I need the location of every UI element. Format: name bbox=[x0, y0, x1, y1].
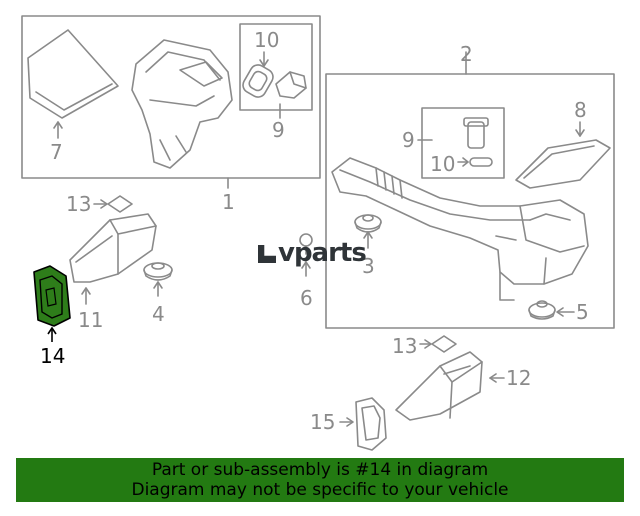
part-4-grommet bbox=[143, 262, 173, 297]
assembly-1-frame bbox=[21, 15, 321, 179]
callout-5: 5 bbox=[576, 300, 589, 324]
callout-12: 12 bbox=[506, 366, 532, 390]
callout-10-right: 10 bbox=[430, 152, 456, 176]
banner-line-2: Diagram may not be specific to your vehi… bbox=[131, 480, 509, 500]
callout-3: 3 bbox=[362, 254, 375, 278]
air-intake-duct bbox=[331, 51, 589, 301]
subassembly-9-10-frame-right bbox=[421, 107, 505, 179]
part-3-grommet bbox=[354, 214, 382, 249]
callout-9-top: 9 bbox=[272, 118, 285, 142]
part-12-duct bbox=[395, 351, 505, 421]
part-5-grommet bbox=[528, 300, 575, 320]
subassembly-9-10-frame-top bbox=[239, 23, 313, 111]
callout-13-bottom: 13 bbox=[392, 334, 418, 358]
callout-1: 1 bbox=[222, 190, 235, 214]
logo-text: vparts bbox=[278, 238, 367, 268]
part-9-clip-top bbox=[275, 71, 307, 119]
part-10-seal-top bbox=[242, 51, 274, 98]
part-7-filter bbox=[27, 29, 119, 139]
callout-9-right: 9 bbox=[402, 128, 415, 152]
part-8-filter bbox=[515, 121, 611, 189]
callout-14-highlighted: 14 bbox=[40, 344, 66, 368]
part-6-bolt bbox=[299, 233, 313, 277]
air-box-upper bbox=[131, 39, 233, 169]
banner-line-1: Part or sub-assembly is #14 in diagram bbox=[151, 460, 489, 480]
logo-mark-icon bbox=[258, 245, 276, 263]
part-10-seal-right bbox=[457, 157, 493, 167]
part-15-seal bbox=[339, 397, 387, 451]
callout-13-top: 13 bbox=[66, 192, 92, 216]
part-11-duct bbox=[69, 213, 157, 305]
assembly-2-frame bbox=[325, 73, 615, 329]
part-13-pad-top bbox=[93, 195, 133, 213]
vparts-logo: vparts bbox=[258, 238, 367, 268]
callout-10-top: 10 bbox=[254, 28, 280, 52]
callout-6: 6 bbox=[300, 286, 313, 310]
callout-7: 7 bbox=[50, 140, 63, 164]
callout-8: 8 bbox=[574, 98, 587, 122]
part-9-clip-right bbox=[417, 117, 489, 149]
info-banner: Part or sub-assembly is #14 in diagram D… bbox=[16, 458, 624, 502]
callout-2: 2 bbox=[460, 42, 473, 66]
callout-4: 4 bbox=[152, 302, 165, 326]
callout-15: 15 bbox=[310, 410, 336, 434]
part-13-pad-bottom bbox=[419, 335, 457, 353]
part-14-seal-highlighted bbox=[33, 265, 71, 342]
callout-11: 11 bbox=[78, 308, 104, 332]
